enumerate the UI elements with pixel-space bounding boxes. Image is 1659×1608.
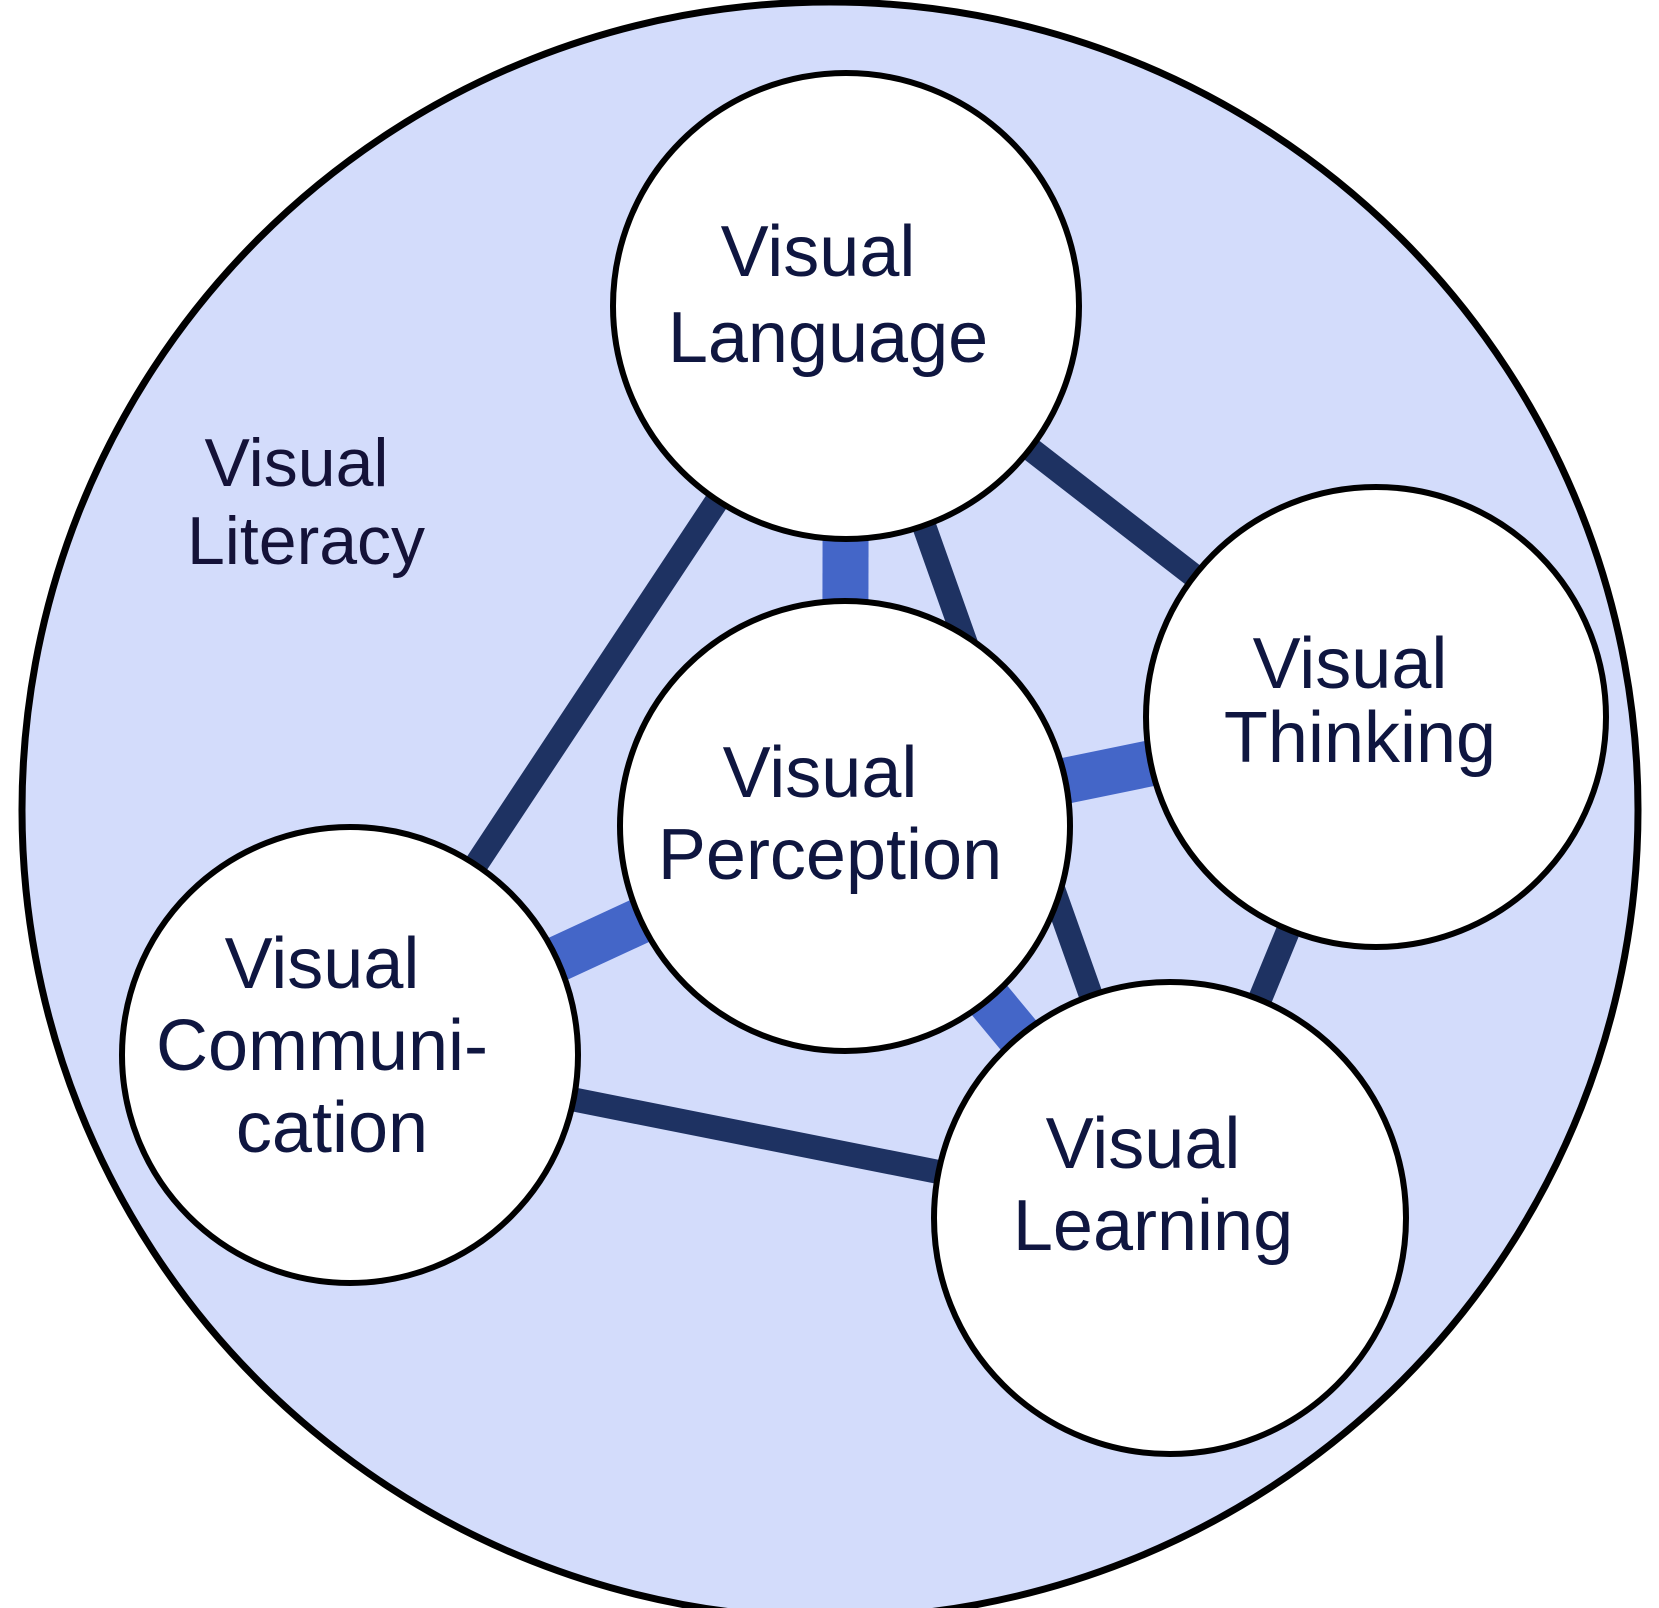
visual-language-circle xyxy=(610,70,1082,542)
visual-communication-line-1: Visual xyxy=(225,924,420,1004)
visual-learning-circle xyxy=(931,979,1409,1457)
visual-communication-circle xyxy=(119,824,581,1286)
visual-thinking-line-2: Thinking xyxy=(1224,698,1496,778)
visual-literacy-line-1: Visual xyxy=(205,425,389,501)
visual-literacy-line-2: Literacy xyxy=(187,503,425,579)
nodes-layer: Visual Language Visual Perception Visual… xyxy=(119,70,1609,1457)
visual-learning-node: Visual Learning xyxy=(931,979,1409,1457)
visual-learning-line-2: Learning xyxy=(1013,1186,1293,1266)
visual-communication-line-2: Communi- xyxy=(156,1006,488,1086)
visual-language-label: Visual Language xyxy=(668,212,988,378)
visual-language-line-1: Visual xyxy=(721,212,916,292)
visual-communication-node: Visual Communi- cation xyxy=(119,824,581,1286)
visual-thinking-label: Visual Thinking xyxy=(1224,624,1496,778)
visual-perception-node: Visual Perception xyxy=(617,598,1073,1054)
visual-communication-line-3: cation xyxy=(236,1088,428,1168)
visual-thinking-circle xyxy=(1143,484,1609,950)
visual-perception-line-1: Visual xyxy=(723,733,918,813)
visual-literacy-label: Visual Literacy xyxy=(187,425,425,579)
visual-perception-label: Visual Perception xyxy=(658,733,1002,895)
visual-learning-line-1: Visual xyxy=(1046,1104,1241,1184)
visual-learning-label: Visual Learning xyxy=(1013,1104,1293,1266)
visual-perception-line-2: Perception xyxy=(658,815,1002,895)
visual-language-node: Visual Language xyxy=(610,70,1082,542)
visual-perception-circle xyxy=(617,598,1073,1054)
visual-thinking-node: Visual Thinking xyxy=(1143,484,1609,950)
visual-communication-label: Visual Communi- cation xyxy=(156,924,508,1168)
visual-thinking-line-1: Visual xyxy=(1253,624,1448,704)
visual-language-line-2: Language xyxy=(668,298,988,378)
